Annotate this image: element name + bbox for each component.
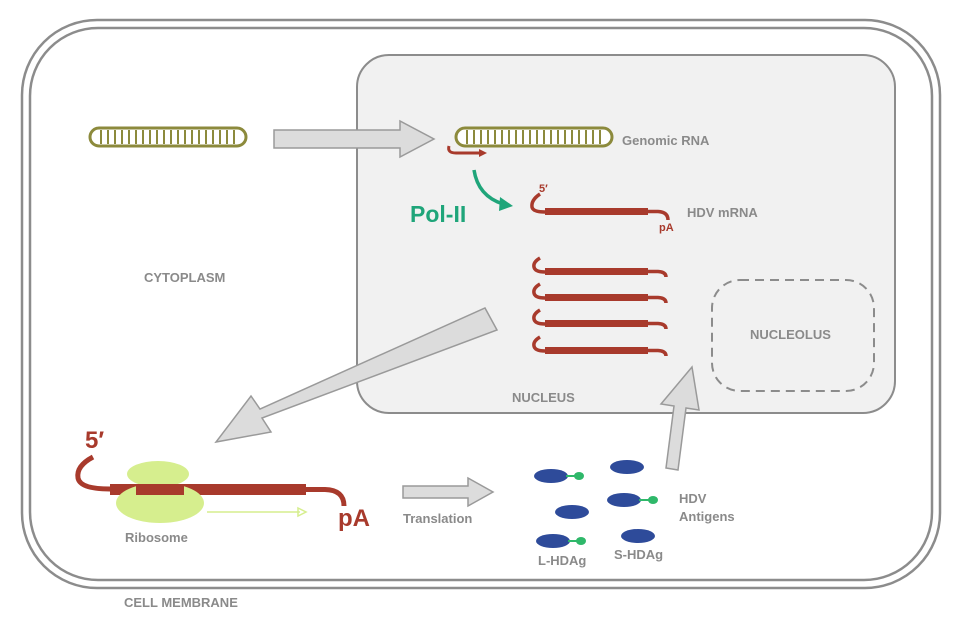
translation-5prime-label: 5′ [85, 427, 104, 454]
s-hdag-protein [610, 460, 644, 474]
nucleolus-label: NUCLEOLUS [750, 327, 831, 342]
mrna-copy [532, 308, 668, 330]
ribosome [116, 461, 204, 523]
l-hdag-protein [536, 534, 586, 548]
pol2-label: Pol-II [410, 201, 466, 227]
mrna-copy [532, 256, 668, 278]
hdv-mrna [530, 192, 670, 221]
nucleus-label: NUCLEUS [512, 390, 575, 405]
s-hdag-protein [621, 529, 655, 543]
nascent-transcript [447, 145, 480, 155]
translating-mrna [75, 454, 347, 507]
mrna-copy [532, 335, 668, 357]
export-arrow [214, 307, 499, 444]
import-arrow [273, 119, 436, 159]
antigens [534, 460, 658, 548]
hdv-mrna-label: HDV mRNA [687, 205, 758, 220]
pol2-arrow [472, 169, 504, 206]
l-hdag-protein [607, 493, 658, 507]
translation-direction-arrowhead [297, 506, 308, 518]
l-hdag-protein [534, 469, 584, 483]
mrna-stack [532, 256, 668, 357]
s-hdag-protein [555, 505, 589, 519]
translation-label: Translation [403, 511, 472, 526]
nuclear-import-arrow [659, 365, 700, 471]
cell-membrane-inner [28, 26, 934, 582]
nucleolus [711, 279, 875, 392]
genomic-rna-nucleus [454, 126, 614, 148]
genomic-rna-cytoplasm [88, 126, 248, 148]
s-hdag-label: S-HDAg [614, 547, 663, 562]
mrna-pa-label: pA [659, 222, 674, 234]
hdv-antigens-label-line1: HDV [679, 491, 707, 506]
cell-membrane-label: CELL MEMBRANE [124, 595, 238, 610]
mrna-copy [532, 282, 668, 304]
l-hdag-label: L-HDAg [538, 553, 586, 568]
cell-membrane-outer [20, 18, 942, 590]
nucleus [356, 54, 896, 414]
translation-pa-label: pA [338, 505, 370, 532]
genomic-rna-label: Genomic RNA [622, 133, 710, 148]
pol2-arrowhead [499, 197, 513, 211]
hdv-antigens-label-line2: Antigens [679, 509, 735, 524]
translation-arrow [402, 476, 495, 508]
cytoplasm-label: CYTOPLASM [144, 270, 225, 285]
nascent-transcript-arrowhead [479, 149, 487, 157]
mrna-5prime-label: 5′ [539, 183, 548, 195]
ribosome-label: Ribosome [125, 530, 188, 545]
